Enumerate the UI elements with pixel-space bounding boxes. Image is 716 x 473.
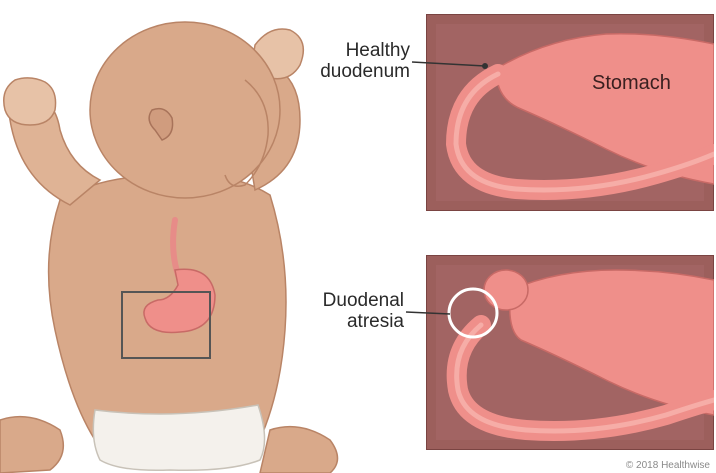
healthy-leader-dot [482,63,488,69]
copyright-text: © 2018 Healthwise [626,460,710,471]
atresia-leader-line [406,312,450,314]
duodenal-atresia-label: Duodenal atresia [323,290,404,332]
stomach-label: Stomach [592,72,671,95]
healthy-duodenum-label: Healthy duodenum [320,40,410,82]
healthy-leader-line [412,62,485,66]
